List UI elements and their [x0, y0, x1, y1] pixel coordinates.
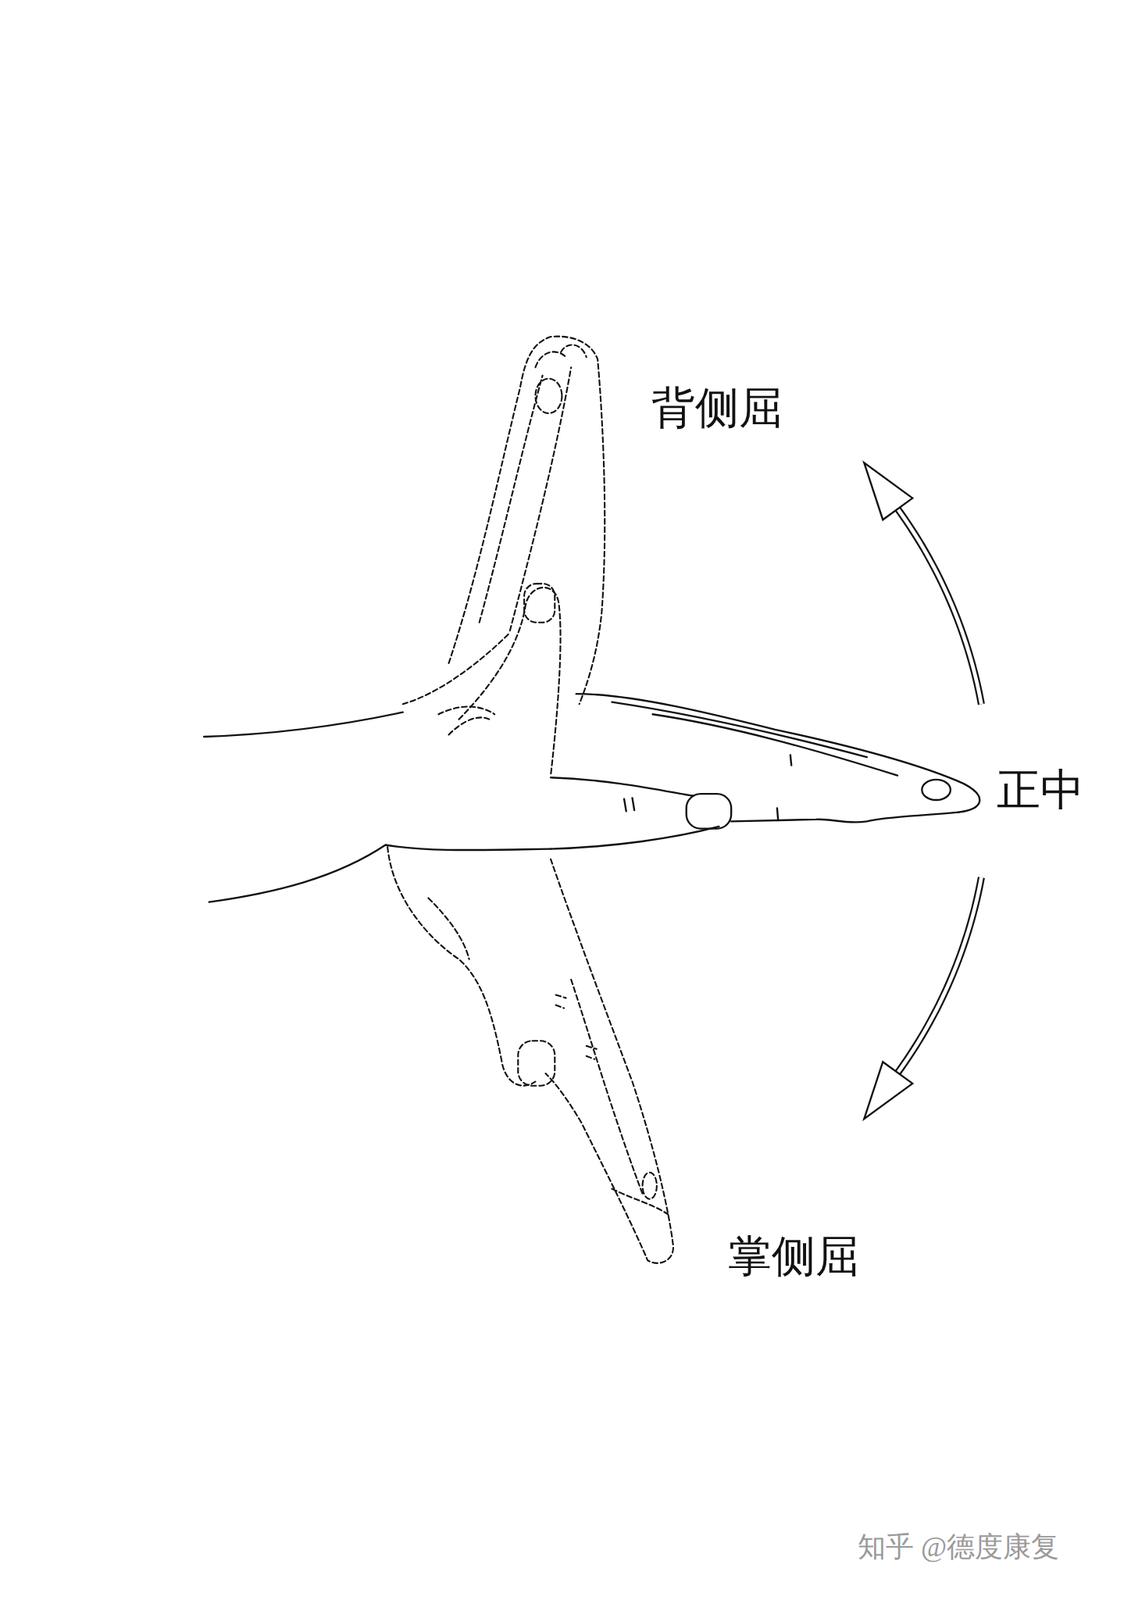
neutral-hand	[203, 693, 980, 902]
arrow-arc-inner	[897, 877, 982, 1073]
dorsiflexed-hand	[403, 336, 605, 776]
arrow-head	[863, 1061, 913, 1119]
motion-label: 掌侧屈	[727, 1232, 860, 1281]
arrow-arc	[897, 508, 982, 704]
watermark: 知乎 @德度康复	[857, 1531, 1060, 1563]
motion-label: 背侧屈	[651, 384, 783, 433]
rotation-arrows	[863, 462, 982, 1119]
arrow-arc	[897, 877, 982, 1073]
arrow-arc-inner	[897, 508, 982, 704]
palmar-flexed-hand	[387, 846, 674, 1264]
arrow-head	[863, 462, 913, 520]
motion-label: 正中	[996, 766, 1085, 815]
